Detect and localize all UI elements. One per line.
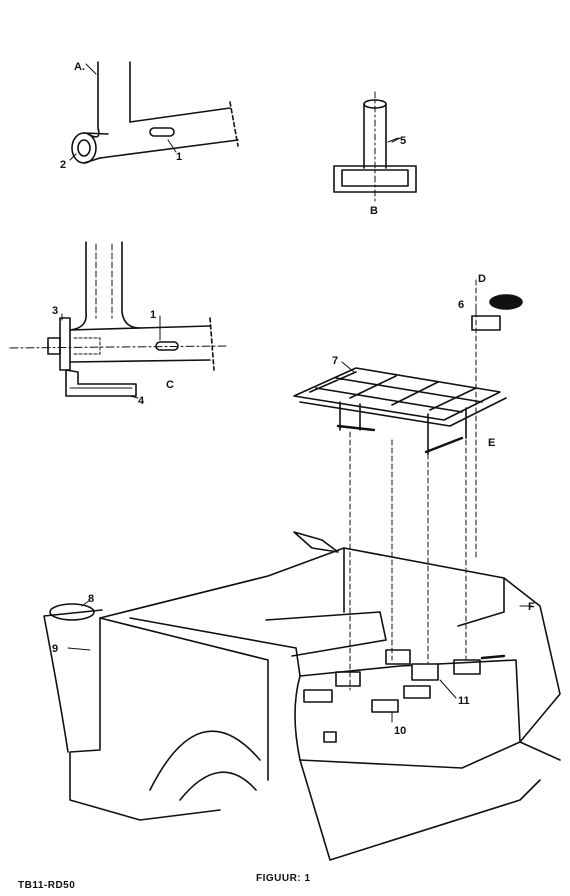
label-10: 10 xyxy=(394,725,406,737)
label-a: A. xyxy=(74,61,85,73)
label-11: 11 xyxy=(458,695,470,707)
label-b: B xyxy=(370,205,378,217)
label-2: 2 xyxy=(60,159,66,171)
detail-b xyxy=(333,91,417,205)
label-d: D xyxy=(478,273,486,285)
label-f: F xyxy=(528,601,535,613)
label-5: 5 xyxy=(400,135,406,147)
label-e: E xyxy=(488,437,495,449)
label-6: 6 xyxy=(458,299,464,311)
figure-caption: FIGUUR: 1 xyxy=(256,873,311,884)
label-1-a: 1 xyxy=(176,151,182,163)
leader-lines xyxy=(61,63,533,723)
label-1-c: 1 xyxy=(150,309,156,321)
label-7: 7 xyxy=(332,355,338,367)
detail-d xyxy=(471,279,523,561)
grid-assembly xyxy=(293,367,507,691)
detail-c xyxy=(9,241,227,397)
drawing-code: TB11-RD50 xyxy=(18,880,76,891)
label-4: 4 xyxy=(138,395,145,407)
label-3: 3 xyxy=(52,305,58,317)
detail-a xyxy=(69,61,239,164)
brackets xyxy=(303,649,506,743)
label-8: 8 xyxy=(88,593,94,605)
label-9: 9 xyxy=(52,643,58,655)
label-c: C xyxy=(166,379,174,391)
trailer-body xyxy=(43,531,561,861)
